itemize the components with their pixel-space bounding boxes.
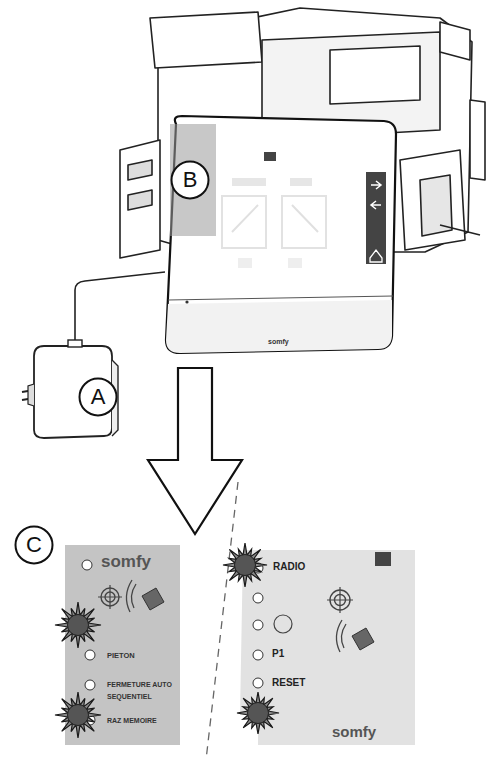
led <box>253 705 263 715</box>
callout-circle: C <box>14 525 54 565</box>
flashing-led <box>55 602 101 648</box>
led <box>253 620 263 630</box>
timer-icon <box>274 615 292 633</box>
brand-logo: somfy <box>268 338 289 345</box>
target-icon <box>98 585 122 609</box>
panel-label: FERMETURE AUTO <box>107 681 172 688</box>
led <box>85 680 95 690</box>
callout-letter: B <box>170 160 210 200</box>
brand-logo: somfy <box>101 553 151 570</box>
panel-label: RADIO <box>273 562 305 572</box>
remote-icon <box>336 620 374 652</box>
power-adapter <box>22 272 165 438</box>
separator-line <box>206 482 238 760</box>
panel-label: PIETON <box>107 652 135 660</box>
led <box>85 715 95 725</box>
panel-background <box>65 545 180 745</box>
flashing-led <box>223 543 267 587</box>
led <box>82 560 92 570</box>
panel-label: RESET <box>272 678 305 688</box>
led <box>253 678 263 688</box>
led <box>253 593 263 603</box>
node-outline <box>65 545 180 745</box>
panel-background <box>240 550 415 745</box>
led <box>253 650 263 660</box>
led <box>85 650 95 660</box>
callout-letter: C <box>14 525 54 565</box>
callout-circle: A <box>78 377 118 417</box>
callout-circle: B <box>170 160 210 200</box>
flashing-led <box>237 692 279 734</box>
node-outline <box>240 540 415 745</box>
panel-label: SEQUENTIEL <box>107 693 152 700</box>
remote-icon <box>126 580 164 612</box>
target-icon <box>327 587 353 613</box>
flow-arrow <box>148 368 242 534</box>
control-panel: RADIO P1RESET somfy <box>240 540 415 745</box>
brand-logo: somfy <box>332 724 376 739</box>
front-cover <box>166 116 396 353</box>
panel-icon <box>375 552 391 566</box>
panel-label: RAZ MEMOIRE <box>107 717 157 724</box>
led <box>253 563 263 573</box>
panel-label: P1 <box>272 649 284 659</box>
callout-letter: A <box>78 377 118 417</box>
control-panel: somfyPIETON FERMETURE AUTO SEQUENTIEL RAZ M… <box>65 545 180 745</box>
flashing-led <box>55 692 101 738</box>
